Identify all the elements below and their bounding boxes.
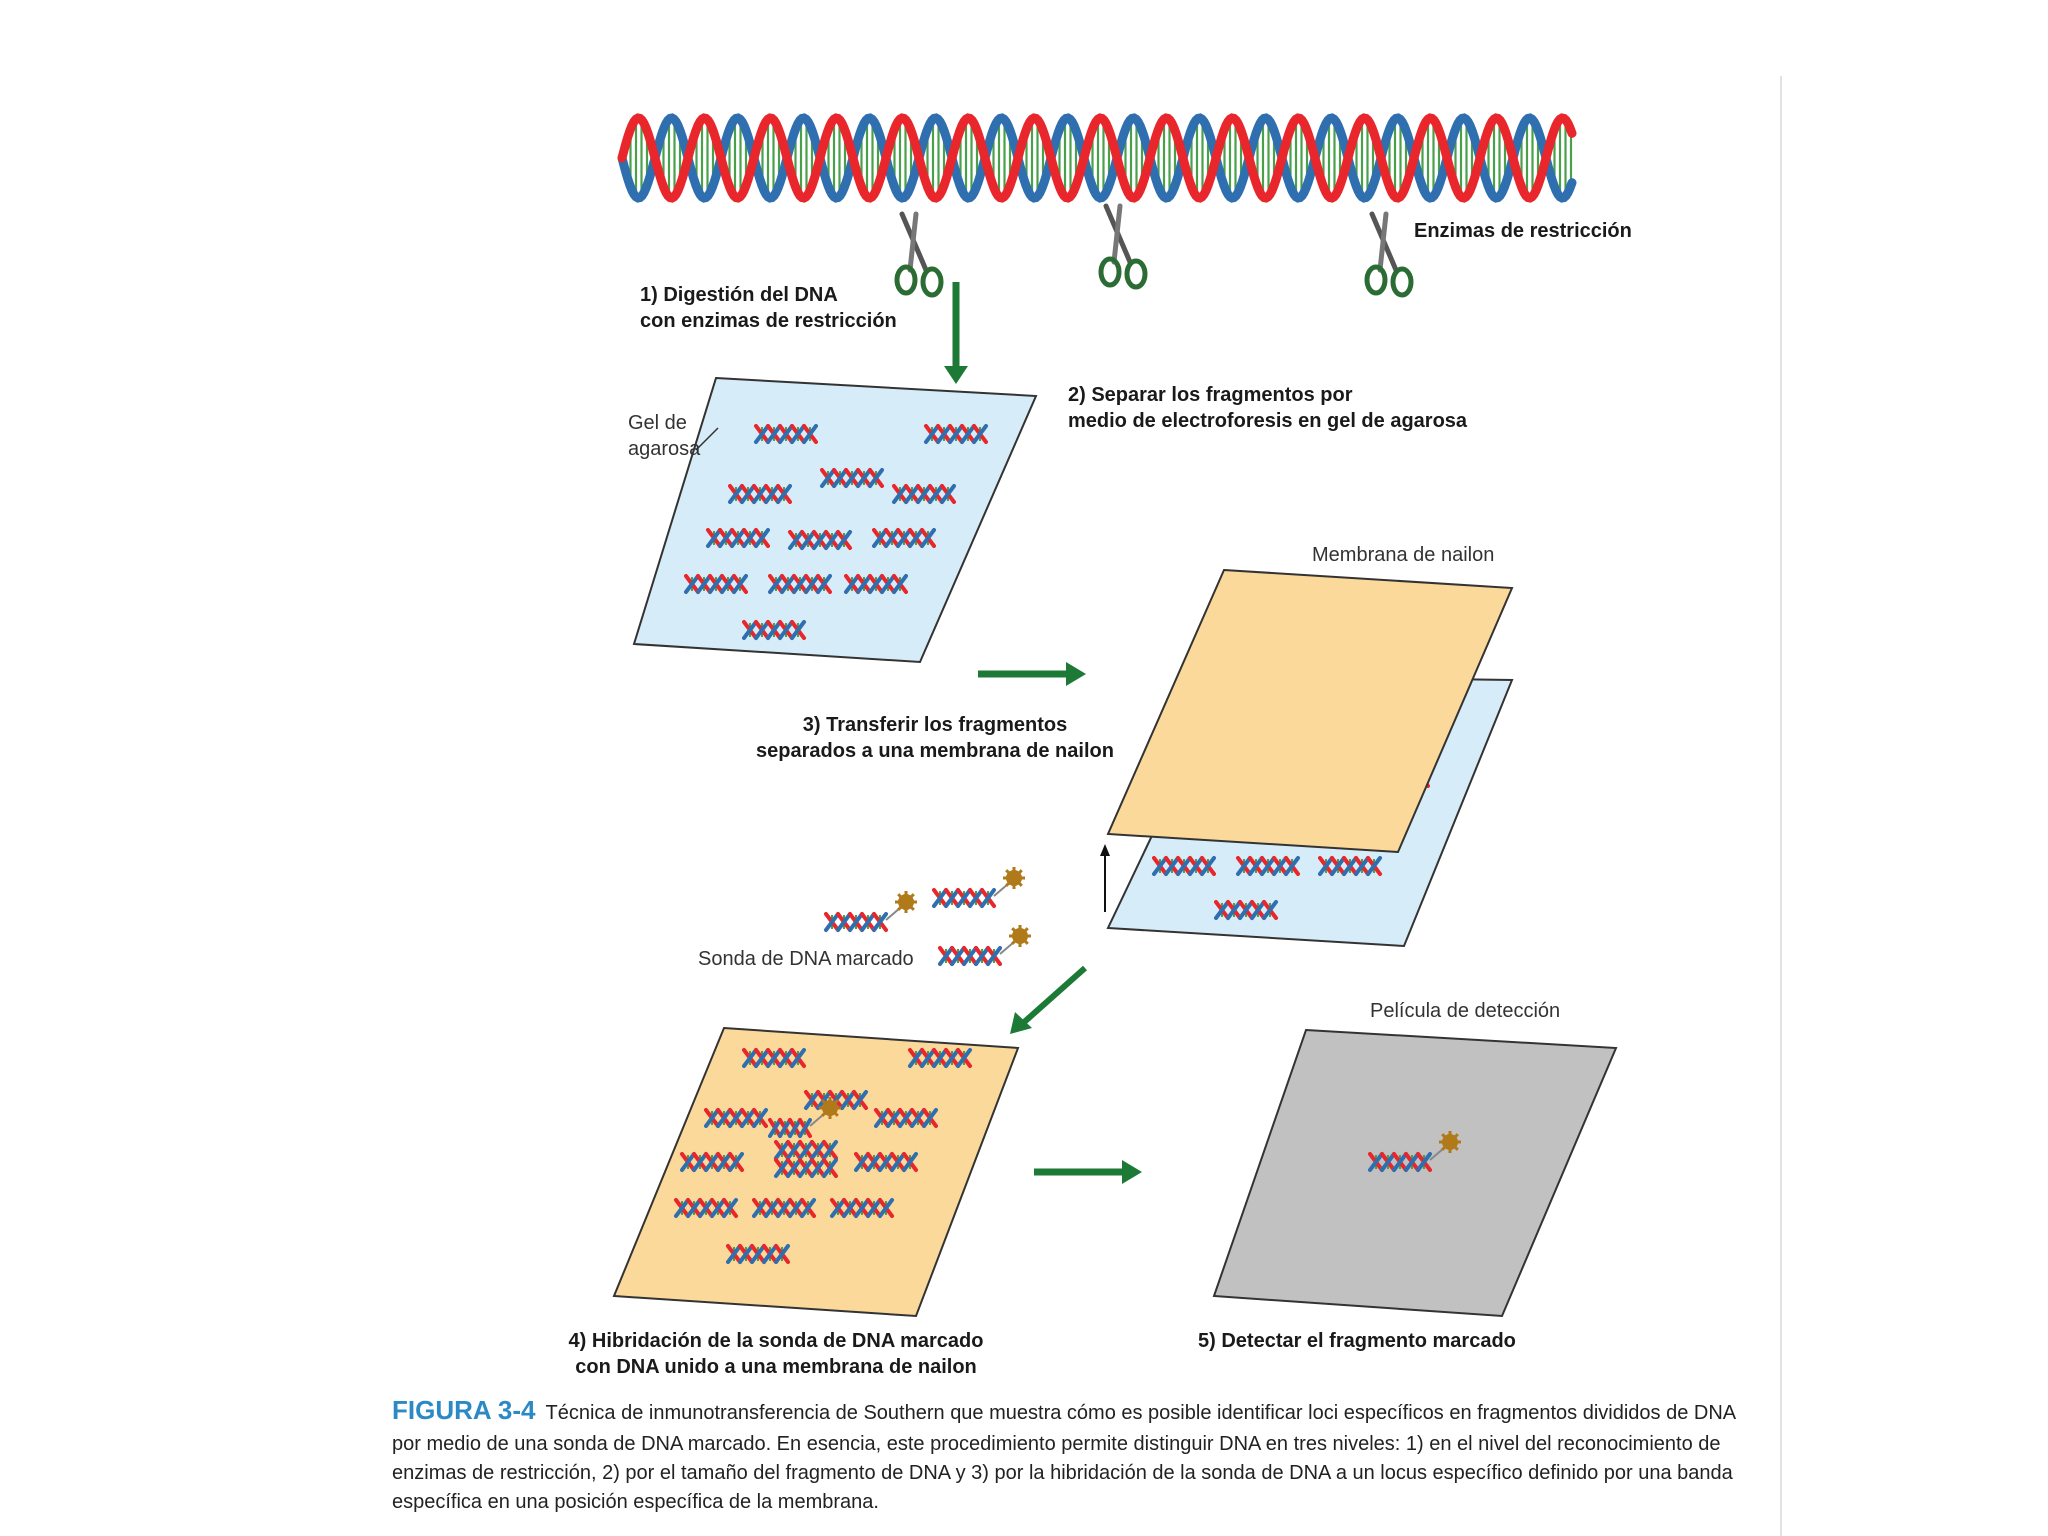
dna-fragment bbox=[768, 574, 832, 594]
dna-fragment bbox=[830, 1198, 894, 1218]
nylon-membrane bbox=[1106, 568, 1514, 854]
step2-label: 2) Separar los fragmentos por medio de e… bbox=[1068, 382, 1467, 434]
dna-fragment bbox=[844, 574, 908, 594]
dna-fragment bbox=[820, 468, 884, 488]
dna-fragment bbox=[788, 530, 852, 550]
labeled-fragment bbox=[932, 867, 1025, 908]
step1-label: 1) Digestión del DNA con enzimas de rest… bbox=[640, 282, 897, 334]
probe-label-icon bbox=[1439, 1131, 1461, 1153]
hybridized-dna-fragments bbox=[674, 1048, 972, 1264]
dna-fragment bbox=[774, 1158, 838, 1178]
dna-fragment bbox=[774, 1140, 838, 1160]
dna-fragment bbox=[1214, 900, 1278, 920]
step3-label: 3) Transferir los fragmentos separados a… bbox=[744, 712, 1126, 764]
step5-label: 5) Detectar el fragmento marcado bbox=[1198, 1330, 1516, 1352]
transferred-dna-fragments bbox=[1152, 706, 1440, 920]
dna-fragment bbox=[804, 1090, 868, 1110]
restriction-enzyme-scissors bbox=[894, 203, 1414, 298]
pelicula-label: Película de detección bbox=[1370, 1000, 1561, 1022]
probe-label-icon bbox=[1003, 867, 1025, 889]
step3-line1: 3) Transferir los fragmentos bbox=[802, 714, 1068, 736]
gel-label-line2: agarosa bbox=[628, 438, 701, 460]
detected-fragment bbox=[1368, 1131, 1461, 1172]
gel-label-line1: Gel de bbox=[628, 412, 687, 434]
step4-label: 4) Hibridación de la sonda de DNA marcad… bbox=[556, 1328, 996, 1380]
probe-label-icon bbox=[819, 1097, 841, 1119]
labeled-dna-probes bbox=[824, 867, 1031, 966]
helix-strand-red bbox=[617, 113, 1577, 203]
gel-label: Gel de agarosa bbox=[628, 410, 700, 462]
dna-fragment bbox=[892, 484, 956, 504]
step3-line2: separados a una membrana de nailon bbox=[756, 740, 1114, 762]
arrow-membrane-lift bbox=[1100, 844, 1110, 912]
dna-fragment bbox=[1318, 856, 1382, 876]
gel-label-leader bbox=[695, 427, 719, 451]
dna-fragment bbox=[742, 620, 806, 640]
dna-fragment bbox=[674, 1198, 738, 1218]
labeled-fragment bbox=[938, 925, 1031, 966]
dna-fragment bbox=[706, 528, 770, 548]
dna-double-helix bbox=[617, 113, 1577, 203]
dna-fragment bbox=[908, 1048, 972, 1068]
labeled-fragment bbox=[1368, 1131, 1461, 1172]
arrow-to-hybridization bbox=[1010, 965, 1087, 1034]
dna-fragment bbox=[752, 1198, 816, 1218]
dna-fragment bbox=[684, 574, 748, 594]
scissors-icon bbox=[1364, 211, 1414, 298]
dna-fragment bbox=[726, 1244, 790, 1264]
step1-line1: 1) Digestión del DNA bbox=[640, 284, 838, 306]
dna-fragment bbox=[924, 424, 988, 444]
step4-line1: 4) Hibridación de la sonda de DNA marcad… bbox=[568, 1330, 984, 1352]
step1-line2: con enzimas de restricción bbox=[640, 310, 897, 332]
arrow-to-detection bbox=[1034, 1160, 1142, 1184]
dna-fragment bbox=[1152, 856, 1216, 876]
dna-fragment bbox=[754, 424, 818, 444]
dna-fragment bbox=[728, 484, 792, 504]
probe-label-icon bbox=[1009, 925, 1031, 947]
detection-film bbox=[1212, 1028, 1618, 1318]
dna-fragment bbox=[742, 1048, 806, 1068]
step4-line2: con DNA unido a una membrana de nailon bbox=[575, 1356, 977, 1378]
dna-fragment bbox=[872, 528, 936, 548]
labeled-fragment bbox=[824, 891, 917, 932]
dna-fragment bbox=[680, 1152, 744, 1172]
page-edge-rule bbox=[1780, 76, 1782, 1536]
dna-fragment bbox=[704, 1108, 768, 1128]
scissors-icon bbox=[894, 211, 944, 298]
caption-text: Técnica de inmunotransferencia de Southe… bbox=[392, 1402, 1736, 1513]
dna-fragment bbox=[1236, 856, 1300, 876]
dna-fragment bbox=[854, 1152, 918, 1172]
figure-number: FIGURA 3-4 bbox=[392, 1395, 536, 1425]
arrow-transfer-right bbox=[978, 662, 1086, 686]
probe-label-icon bbox=[895, 891, 917, 913]
scissors-icon bbox=[1098, 203, 1148, 290]
arrow-digest-down bbox=[944, 282, 968, 384]
sonda-label: Sonda de DNA marcado bbox=[698, 948, 914, 970]
step2-line2: medio de electroforesis en gel de agaros… bbox=[1068, 410, 1468, 432]
gel-dna-fragments bbox=[684, 424, 988, 640]
labeled-fragment bbox=[768, 1097, 841, 1138]
dna-fragment bbox=[874, 1108, 938, 1128]
enzimas-label: Enzimas de restricción bbox=[1414, 220, 1632, 242]
membrana-label: Membrana de nailon bbox=[1312, 544, 1495, 566]
step2-line1: 2) Separar los fragmentos por bbox=[1068, 384, 1353, 406]
